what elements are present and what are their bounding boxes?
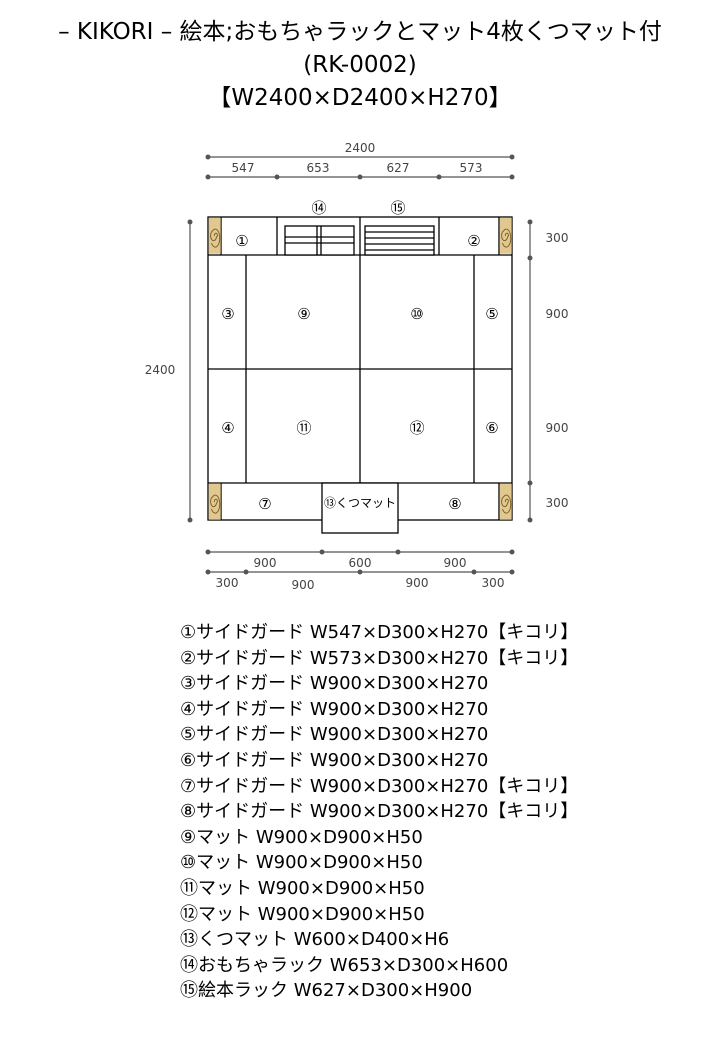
parts-list-item: ⑤サイドガード W900×D300×H270: [180, 724, 489, 746]
dim-left-total: 2400: [145, 363, 176, 377]
wood-cap-icon: [499, 217, 512, 254]
wood-end-caps: [208, 217, 512, 520]
parts-list-item: ④サイドガード W900×D300×H270: [180, 698, 489, 720]
label-4: ④: [221, 419, 234, 437]
parts-list-item: ⑥サイドガード W900×D300×H270: [180, 749, 489, 771]
label-8: ⑧: [448, 495, 461, 513]
label-6: ⑥: [485, 419, 498, 437]
parts-list-item: ⑮絵本ラック W627×D300×H900: [180, 980, 473, 1002]
label-2: ②: [467, 232, 480, 250]
dim-right-3: 900: [546, 421, 569, 435]
toy-rack: [284, 225, 355, 256]
wood-cap-icon: [499, 483, 512, 520]
parts-list-item: ⑩マット W900×D900×H50: [180, 852, 423, 874]
parts-list-item: ⑬くつマット W600×D400×H6: [180, 929, 450, 951]
label-12: ⑫: [409, 419, 424, 437]
label-10: ⑩: [410, 305, 423, 323]
label-9: ⑨: [297, 305, 310, 323]
dim-top-2: 653: [307, 161, 330, 175]
wood-cap-icon: [208, 217, 221, 254]
parts-list-item: ⑪マット W900×D900×H50: [180, 877, 425, 899]
parts-list-item: ②サイドガード W573×D300×H270【キコリ】: [180, 647, 579, 669]
parts-list-item: ⑫マット W900×D900×H50: [180, 903, 425, 925]
label-11: ⑪: [296, 419, 311, 437]
dimension-lines: [187, 154, 533, 575]
label-5: ⑤: [485, 305, 498, 323]
dim-bottom2-4: 300: [482, 576, 505, 590]
parts-list-item: ⑨マット W900×D900×H50: [180, 826, 423, 848]
title-line-2: (RK-0002): [303, 52, 417, 78]
dim-top-4: 573: [460, 161, 483, 175]
dim-right-2: 900: [546, 307, 569, 321]
dim-bottom-1: 900: [254, 556, 277, 570]
label-3: ③: [221, 305, 234, 323]
dim-right-4: 300: [546, 496, 569, 510]
book-rack: [364, 225, 435, 256]
dim-bottom-3: 900: [444, 556, 467, 570]
dim-bottom2-2: 900: [292, 578, 315, 592]
shoe-mat: [321, 482, 399, 534]
dim-top-3: 627: [387, 161, 410, 175]
label-7: ⑦: [258, 495, 271, 513]
dim-top-total: 2400: [345, 141, 376, 155]
label-14: ⑭: [311, 199, 326, 217]
label-15: ⑮: [390, 199, 405, 217]
parts-list-item: ③サイドガード W900×D300×H270: [180, 673, 489, 695]
parts-list-item: ⑦サイドガード W900×D300×H270【キコリ】: [180, 775, 579, 797]
parts-list: ①サイドガード W547×D300×H270【キコリ】 ②サイドガード W573×…: [180, 620, 578, 1004]
dim-top-1: 547: [232, 161, 255, 175]
label-1: ①: [235, 232, 248, 250]
dim-bottom2-1: 300: [216, 576, 239, 590]
layout-diagram: 2400 547 653 627 573 2400 300 900 900 30…: [145, 141, 569, 592]
title-line-1: – KIKORI – 絵本;おもちゃラックとマット4枚くつマット付: [58, 19, 662, 45]
parts-list-item: ⑧サイドガード W900×D300×H270【キコリ】: [180, 801, 579, 823]
parts-list-item: ①サイドガード W547×D300×H270【キコリ】: [180, 622, 579, 643]
dim-bottom-2: 600: [349, 556, 372, 570]
dim-bottom2-3: 900: [406, 576, 429, 590]
label-13: ⑬くつマット: [324, 496, 396, 510]
title-line-3: 【W2400×D2400×H270】: [208, 85, 512, 111]
parts-list-item: ⑭おもちゃラック W653×D300×H600: [180, 954, 509, 976]
wood-cap-icon: [208, 483, 221, 520]
dim-right-1: 300: [546, 231, 569, 245]
